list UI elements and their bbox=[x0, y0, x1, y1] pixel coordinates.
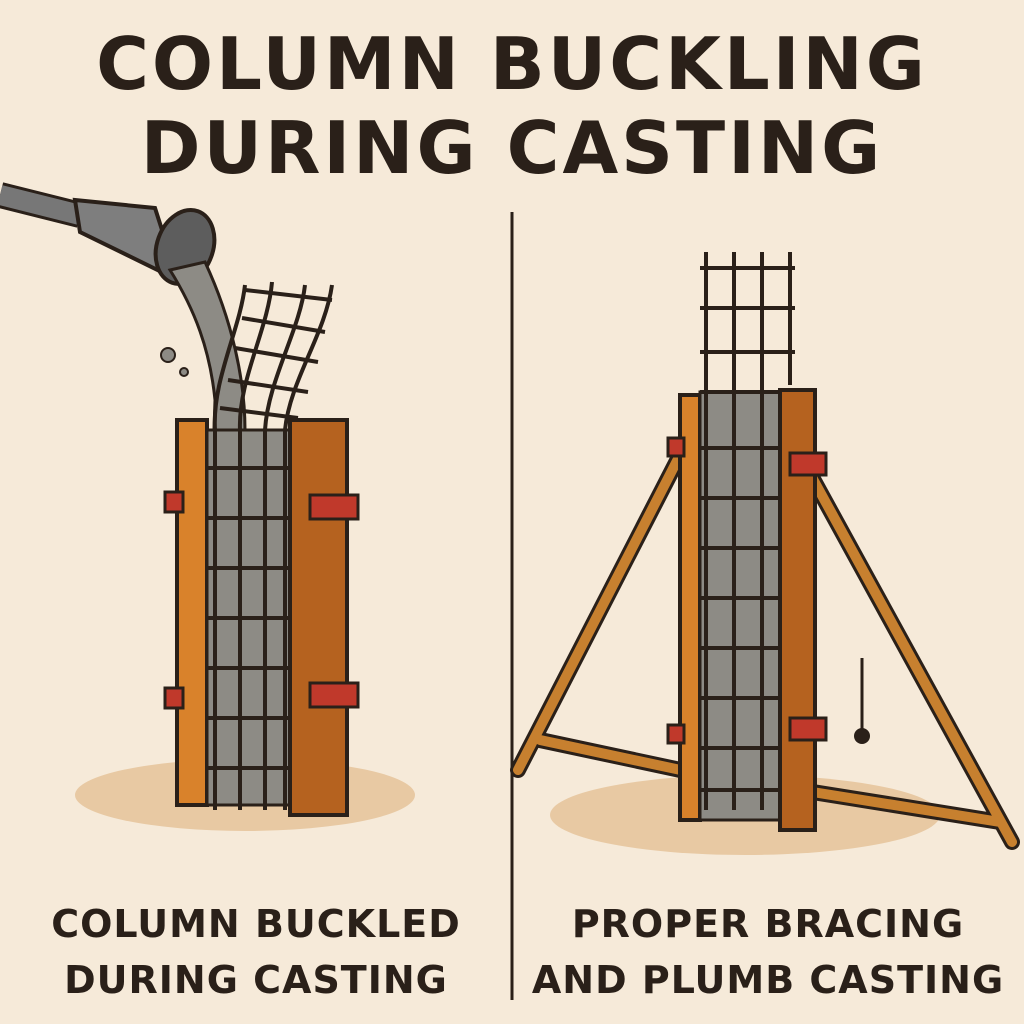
rebar-cage-lower bbox=[207, 430, 290, 810]
caption-buckled-line-2: DURING CASTING bbox=[64, 958, 448, 1002]
formwork-clamp bbox=[163, 490, 185, 514]
title-line-1: COLUMN BUCKLING bbox=[96, 22, 928, 106]
rebar-cage-straight bbox=[700, 252, 795, 810]
caption-braced-line-2: AND PLUMB CASTING bbox=[531, 958, 1005, 1002]
caption-buckled-line-1: COLUMN BUCKLED bbox=[51, 902, 461, 946]
concrete-splash bbox=[160, 347, 176, 363]
plumb-bob-icon bbox=[854, 728, 870, 744]
column-concrete-right bbox=[698, 390, 782, 822]
title-line-2: DURING CASTING bbox=[140, 106, 884, 190]
formwork-clamp bbox=[308, 681, 360, 709]
caption-braced: PROPER BRACING AND PLUMB CASTING bbox=[512, 896, 1024, 1008]
formwork-clamp bbox=[788, 451, 828, 477]
buckled-column-scene bbox=[0, 182, 415, 831]
formwork-board-right bbox=[288, 418, 349, 817]
formwork-board-left bbox=[175, 418, 209, 807]
bracing-struts bbox=[513, 450, 1017, 847]
concrete-stream bbox=[167, 260, 247, 432]
main-title: COLUMN BUCKLING DURING CASTING bbox=[0, 22, 1024, 190]
formwork-board-left bbox=[678, 393, 702, 822]
formwork-clamp bbox=[666, 723, 686, 745]
caption-buckled: COLUMN BUCKLED DURING CASTING bbox=[0, 896, 512, 1008]
formwork-clamp bbox=[163, 686, 185, 710]
formwork-clamp bbox=[308, 493, 360, 521]
rebar-cage-buckled bbox=[212, 281, 334, 431]
braced-column-scene bbox=[510, 252, 1020, 855]
formwork-clamp bbox=[788, 716, 828, 742]
concrete-splash bbox=[179, 367, 189, 377]
formwork-clamp bbox=[666, 436, 686, 458]
pump-hose bbox=[0, 185, 83, 225]
caption-braced-line-1: PROPER BRACING bbox=[571, 902, 965, 946]
